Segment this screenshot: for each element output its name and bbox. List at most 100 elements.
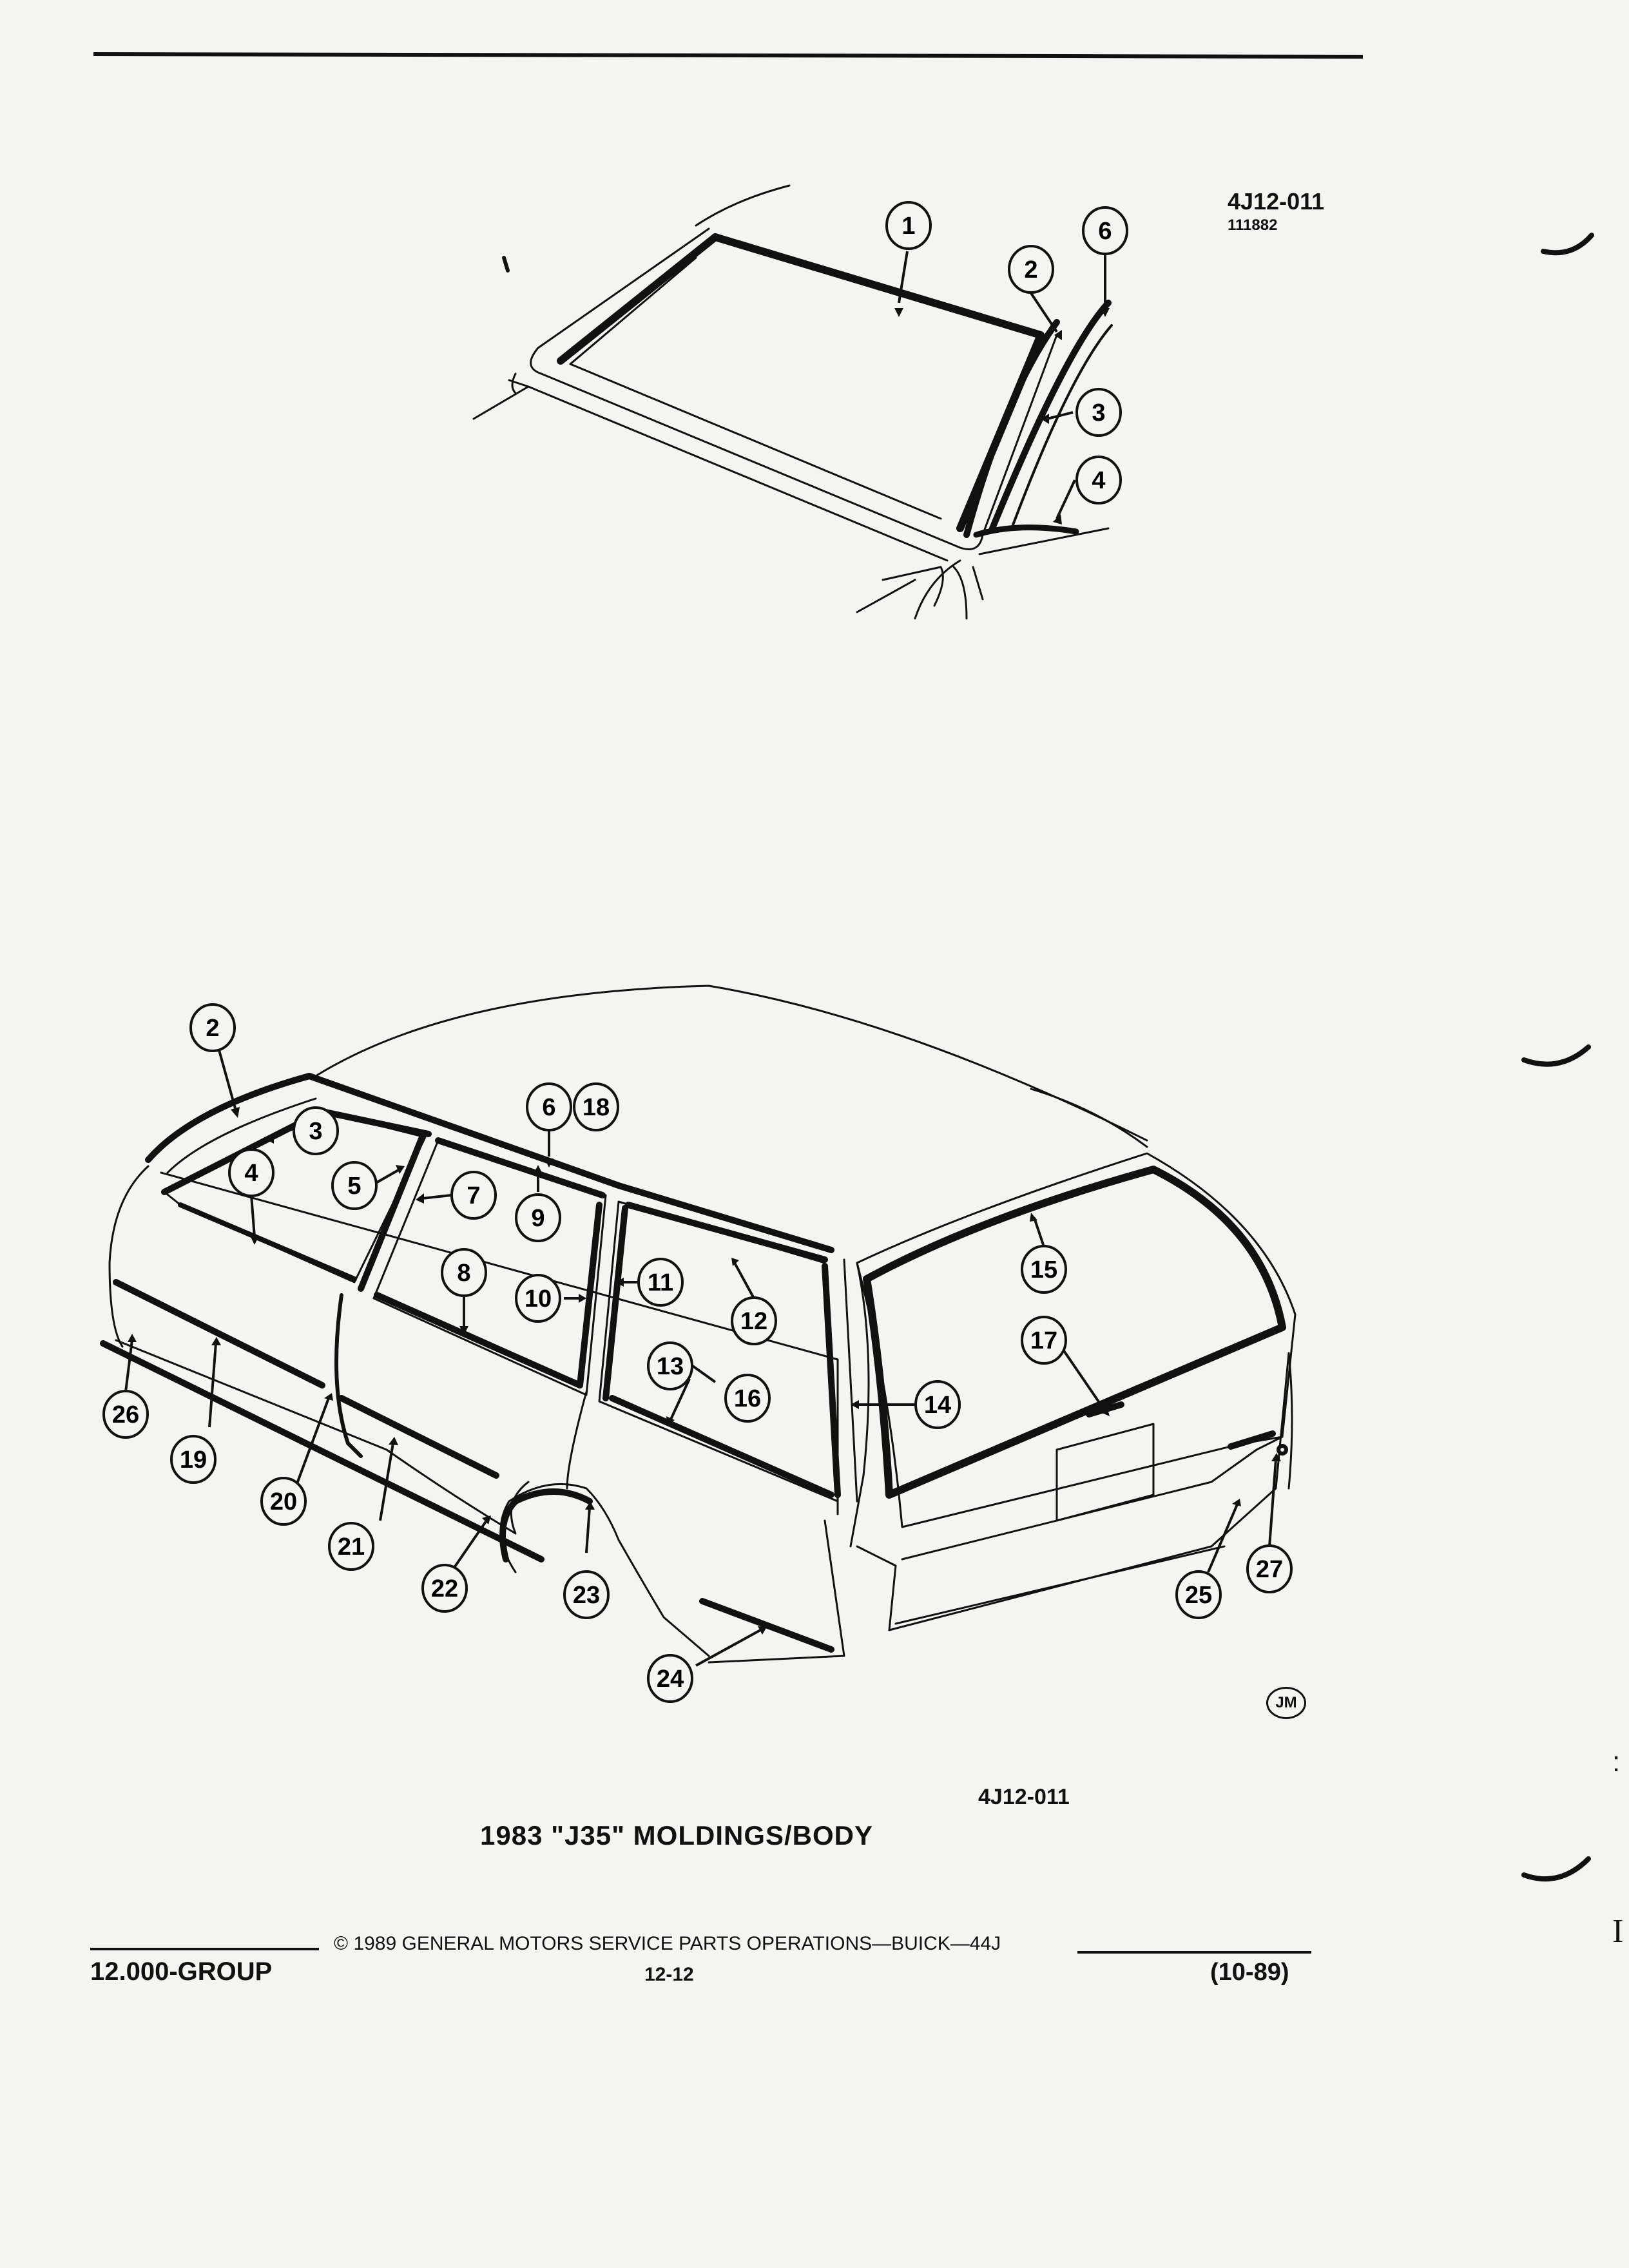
- callout-b-11: 11: [637, 1258, 684, 1307]
- rocker-molding: [100, 1340, 545, 1562]
- callout-circle: [170, 1435, 217, 1484]
- callout-b-23: 23: [563, 1570, 610, 1619]
- callout-number: 9: [531, 1205, 545, 1232]
- callout-number: 4: [1092, 467, 1105, 494]
- callout-b-3: 3: [293, 1106, 339, 1155]
- callout-number: 5: [347, 1173, 361, 1200]
- callout-number: 24: [657, 1666, 684, 1693]
- callout-b-22: 22: [421, 1564, 468, 1613]
- page-edge-marks: [1521, 233, 1594, 1882]
- callout-number: 15: [1030, 1256, 1057, 1283]
- bottom-leader-lines: [124, 1050, 1277, 1667]
- callout-circle: [421, 1564, 468, 1613]
- callout-number: 8: [457, 1260, 470, 1287]
- callout-circle: [102, 1390, 149, 1439]
- callout-b-4: 4: [228, 1148, 275, 1197]
- edge-letter-mark: I: [1612, 1913, 1624, 1950]
- callout-number: 6: [542, 1094, 555, 1121]
- callout-b-15: 15: [1021, 1245, 1067, 1294]
- callout-number: 22: [431, 1575, 458, 1602]
- callout-b-18: 18: [573, 1082, 619, 1131]
- windshield-diagram: [472, 184, 1113, 620]
- callout-circle: [189, 1003, 236, 1052]
- wheel-opening-molding: [499, 1488, 593, 1562]
- callout-number: 1: [901, 213, 915, 240]
- quarter-lower-molding: [699, 1598, 834, 1653]
- callout-b-7: 7: [450, 1171, 497, 1220]
- callout-circle: [637, 1258, 684, 1307]
- callout-number: 18: [583, 1094, 610, 1121]
- figure-caption: 1983 "J35" MOLDINGS/BODY: [480, 1820, 874, 1850]
- callout-b-14: 14: [914, 1380, 961, 1429]
- callout-circle: [293, 1106, 339, 1155]
- callout-number: 11: [648, 1269, 673, 1296]
- callout-b-10: 10: [515, 1274, 561, 1323]
- callout-circle: [885, 201, 932, 250]
- callout-top-6: 6: [1082, 206, 1128, 255]
- callout-b-9: 9: [515, 1193, 561, 1242]
- callout-circle: [731, 1296, 777, 1345]
- callout-circle: [563, 1570, 610, 1619]
- top-leader-lines: [898, 251, 1106, 519]
- callout-circle: [1008, 245, 1054, 294]
- footer-copyright: © 1989 GENERAL MOTORS SERVICE PARTS OPER…: [334, 1933, 1001, 1954]
- front-door-side-molding: [113, 1279, 325, 1389]
- callout-number: 23: [573, 1582, 600, 1609]
- callout-circle: [1082, 206, 1128, 255]
- callout-b-26: 26: [102, 1390, 149, 1439]
- footer-page-number: 12-12: [644, 1964, 694, 1985]
- callout-circle: [328, 1522, 374, 1571]
- callout-b-6: 6: [526, 1082, 572, 1131]
- callout-circle: [573, 1082, 619, 1131]
- callout-b-2: 2: [189, 1003, 236, 1052]
- callout-number: 21: [338, 1533, 365, 1561]
- drip-molding-end: [973, 524, 1079, 538]
- callout-number: 26: [112, 1401, 139, 1428]
- callout-circle: [647, 1341, 693, 1390]
- callout-number: 25: [1185, 1582, 1212, 1609]
- rear-bumper-molding: [1228, 1430, 1276, 1450]
- callout-number: 7: [467, 1182, 480, 1209]
- callout-number: 13: [657, 1353, 684, 1380]
- footer-group: 12.000-GROUP: [90, 1957, 273, 1986]
- callout-b-16: 16: [724, 1374, 771, 1423]
- artist-mark: JM: [1266, 1687, 1306, 1719]
- callout-circle: [441, 1248, 487, 1297]
- rear-door-side-molding: [338, 1395, 499, 1479]
- pillar-molding-outer: [989, 300, 1112, 532]
- callout-circle: [526, 1082, 572, 1131]
- callout-top-1: 1: [885, 201, 932, 250]
- callout-circle: [515, 1274, 561, 1323]
- edge-colon-mark: :: [1612, 1746, 1621, 1778]
- callout-b-12: 12: [731, 1296, 777, 1345]
- callout-circle: [1075, 456, 1122, 505]
- quarter-window-lower-molding: [609, 1395, 834, 1498]
- callout-circle: [450, 1171, 497, 1220]
- pillar-molding-front: [963, 319, 1060, 538]
- callout-circle: [647, 1654, 693, 1703]
- callout-circle: [1021, 1245, 1067, 1294]
- callout-circle: [1075, 388, 1122, 437]
- bottom-arrowheads: [128, 1107, 1281, 1635]
- rear-door-pillar-molding: [577, 1202, 602, 1389]
- callout-circle: [914, 1380, 961, 1429]
- quarter-window-upper-molding: [625, 1202, 828, 1263]
- header-rule: [93, 52, 1364, 59]
- callout-number: 3: [309, 1118, 322, 1145]
- rear-door-belt-molding: [374, 1292, 583, 1389]
- callout-b-27: 27: [1246, 1544, 1293, 1593]
- callout-b-17: 17: [1021, 1316, 1067, 1365]
- callout-b-20: 20: [260, 1477, 307, 1526]
- rear-door-upper-molding: [435, 1137, 606, 1198]
- callout-number: 3: [1092, 399, 1105, 427]
- callout-number: 10: [525, 1285, 552, 1312]
- callout-circle: [228, 1148, 275, 1197]
- callout-b-8: 8: [441, 1248, 487, 1297]
- callout-circle: [1021, 1316, 1067, 1365]
- roof-drip-molding: [145, 1073, 834, 1253]
- callout-number: 17: [1030, 1327, 1057, 1354]
- callout-number: 12: [740, 1308, 767, 1335]
- callout-number: 16: [734, 1385, 761, 1412]
